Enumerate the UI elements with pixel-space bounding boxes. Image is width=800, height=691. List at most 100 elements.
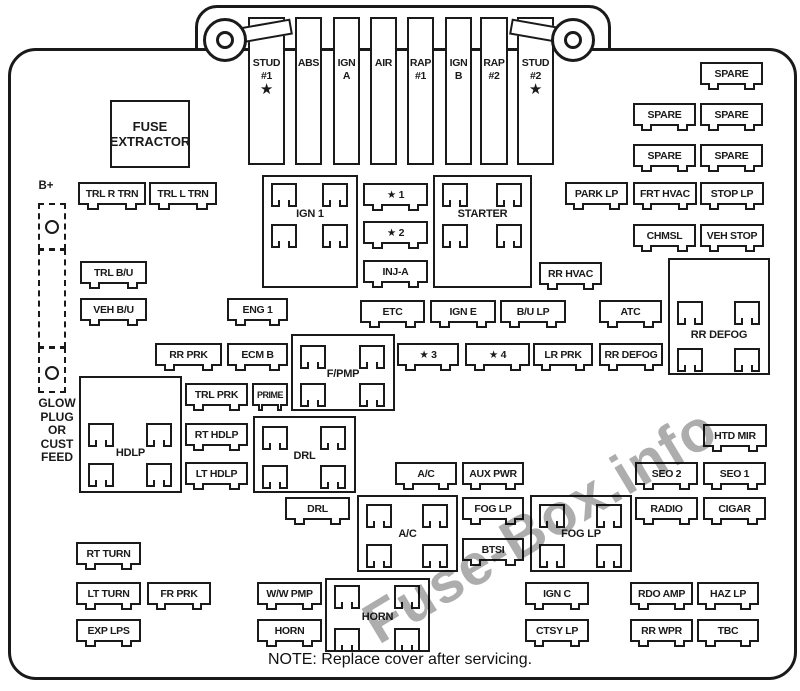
relay-starter: STARTER [433,175,532,288]
service-note: NOTE: Replace cover after servicing. [267,651,533,668]
relay-terminal-icon [677,301,703,325]
fuse-a-c: A/C [395,462,457,490]
fuse-star-2: ★ 2 [363,221,428,249]
fuse-veh-b-u: VEH B/U [80,298,147,326]
fuse-ign-c: IGN C [525,582,589,610]
relay-hdlp: HDLP [79,376,182,493]
relay-rr-defog: RR DEFOG [668,258,770,375]
maxi-fuse-label-line: ABS [297,57,320,69]
fuse-spare: SPARE [633,144,696,172]
fuse-atc: ATC [599,300,662,328]
fuse-rr-prk: RR PRK [155,343,222,371]
relay-label: HORN [361,611,394,623]
star-icon: ★ [528,81,543,98]
fuse-star-1: ★ 1 [363,183,428,211]
fuse-rt-turn: RT TURN [76,542,141,570]
relay-terminal-icon [366,544,392,568]
fuse-fog-lp: FOG LP [462,497,524,525]
fuse-btsi: BTSI [462,538,524,566]
fuse-chmsl: CHMSL [633,224,696,252]
battery-feed-label: B+ [38,180,54,192]
relay-terminal-icon [334,585,360,609]
mount-bolt-icon [551,18,595,62]
fuse-rr-defog: RR DEFOG [599,343,663,371]
relay-terminal-icon [88,423,114,447]
relay-label: FOG LP [561,528,601,540]
fuse-rr-hvac: RR HVAC [539,262,602,290]
maxi-fuse-rap-1: RAP#1 [407,17,434,165]
relay-terminal-icon [320,465,346,489]
relay-terminal-icon [300,383,326,407]
relay-terminal-icon [442,183,468,207]
star-icon: ★ [259,81,274,98]
relay-terminal-icon [539,504,565,528]
relay-terminal-icon [334,628,360,652]
maxi-fuse-label-line: IGN [449,57,468,69]
maxi-fuse-label-line: B [454,69,463,82]
relay-terminal-icon [496,183,522,207]
fuse-haz-lp: HAZ LP [697,582,759,610]
fuse-radio: RADIO [635,497,698,525]
relay-terminal-icon [496,224,522,248]
relay-terminal-icon [146,463,172,487]
fuse-rt-hdlp: RT HDLP [185,423,248,451]
relay-label: RR DEFOG [690,329,748,341]
maxi-fuse-label-line: #2 [529,69,542,82]
maxi-fuse-label-line: STUD [252,57,281,69]
glow-plug-connector-bottom [38,347,66,393]
relay-horn: HORN [325,578,430,652]
fuse-w-w-pmp: W/W PMP [257,582,322,610]
fuse-fr-prk: FR PRK [147,582,211,610]
fuse-etc: ETC [360,300,425,328]
relay-terminal-icon [322,183,348,207]
glow-plug-label: GLOW PLUG OR CUST FEED [38,396,76,464]
maxi-fuse-label-line: RAP [409,57,432,69]
relay-terminal-icon [422,504,448,528]
fuse-drl: DRL [285,497,350,525]
relay-terminal-icon [359,383,385,407]
fuse-lt-turn: LT TURN [76,582,141,610]
fuse-htd-mir: HTD MIR [703,424,767,452]
relay-a-c: A/C [357,495,458,572]
relay-terminal-icon [271,224,297,248]
fuse-ctsy-lp: CTSY LP [525,619,589,647]
fuse-veh-stop: VEH STOP [700,224,764,252]
maxi-fuse-abs: ABS [295,17,322,165]
relay-terminal-icon [322,224,348,248]
fuse-inj-a: INJ-A [363,260,428,288]
fuse-eng-1: ENG 1 [227,298,288,326]
maxi-fuse-label-line: RAP [483,57,505,69]
bolt-hole-icon [216,31,234,49]
maxi-fuse-label-line: IGN [337,57,356,69]
maxi-fuse-label-line: A [342,69,351,82]
fuse-b-u-lp: B/U LP [500,300,566,328]
fuse-spare: SPARE [700,62,763,90]
fuse-prime: PRIME [252,383,288,411]
fuse-star-4: ★ 4 [465,343,530,371]
fuse-frt-hvac: FRT HVAC [633,182,697,210]
relay-terminal-icon [394,585,420,609]
maxi-fuse-air: AIR [370,17,397,165]
fuse-trl-prk: TRL PRK [185,383,248,411]
fuse-ecm-b: ECM B [227,343,288,371]
fuse-spare: SPARE [700,103,763,131]
relay-terminal-icon [596,544,622,568]
terminal-hole-icon [45,366,59,380]
fuse-ign-e: IGN E [430,300,496,328]
maxi-fuse-label-line: #2 [488,69,500,82]
fuse-star-3: ★ 3 [397,343,459,371]
fuse-rdo-amp: RDO AMP [630,582,693,610]
relay-terminal-icon [596,504,622,528]
relay-terminal-icon [734,348,760,372]
fuse-lt-hdlp: LT HDLP [185,462,248,490]
fuse-extractor-box: FUSE EXTRACTOR [110,100,190,168]
fuse-trl-b-u: TRL B/U [80,261,147,289]
relay-terminal-icon [88,463,114,487]
fuse-tbc: TBC [697,619,759,647]
maxi-fuse-stud-1-star: STUD#1★ [248,17,285,165]
fuse-rr-wpr: RR WPR [630,619,693,647]
glow-plug-connector-middle [38,249,66,348]
